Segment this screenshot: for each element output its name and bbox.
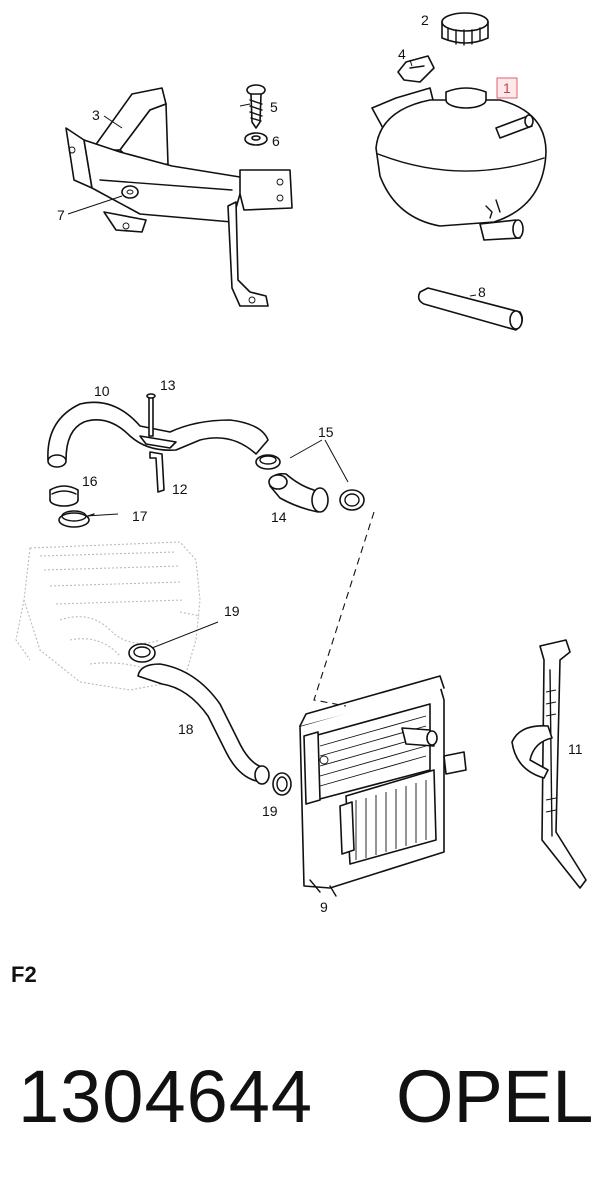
callout-3[interactable]: 3	[92, 107, 100, 123]
bracket-part-12	[139, 435, 177, 493]
clamp-part-17	[58, 510, 95, 528]
callout-19-lower[interactable]: 19	[262, 803, 278, 819]
leader-lines	[67, 59, 477, 649]
callout-11[interactable]: 11	[568, 741, 583, 757]
callout-4[interactable]: 4	[398, 46, 406, 62]
bolt-part-13	[146, 393, 156, 437]
clamp-part-15-lower	[339, 489, 365, 511]
callout-12[interactable]: 12	[172, 481, 188, 497]
hose-part-10	[47, 401, 269, 468]
callout-14[interactable]: 14	[271, 509, 287, 525]
callout-10[interactable]: 10	[94, 383, 110, 399]
callout-13[interactable]: 13	[160, 377, 176, 393]
hose-part-8	[417, 287, 524, 331]
clamp-part-19-upper	[128, 643, 156, 663]
callout-15[interactable]: 15	[318, 424, 334, 440]
callout-19-upper[interactable]: 19	[224, 603, 240, 619]
connector-part-16	[49, 485, 79, 507]
callout-8[interactable]: 8	[478, 284, 486, 300]
parts-diagram: 1 2 3 4 5 6 7 8 9 10 11 12 13 14 15 16 1…	[15, 12, 587, 915]
hose-part-18	[137, 663, 270, 785]
callout-16[interactable]: 16	[82, 473, 98, 489]
clip-part-4	[397, 55, 435, 83]
expansion-tank-part-1	[371, 87, 547, 241]
brand-name: OPEL	[396, 1055, 594, 1138]
callout-9[interactable]: 9	[320, 899, 328, 915]
callout-2[interactable]: 2	[421, 12, 429, 28]
section-code: F2	[11, 962, 37, 987]
clamp-part-19-lower	[272, 772, 292, 796]
tank-cap-part-2	[441, 12, 489, 46]
strap-part-11	[511, 639, 587, 889]
screw-part-5	[246, 84, 266, 129]
washer-part-6	[244, 132, 268, 146]
callout-5[interactable]: 5	[270, 99, 278, 115]
clamp-part-15-upper	[255, 454, 281, 470]
callout-17[interactable]: 17	[132, 508, 148, 524]
mounting-bracket-part-3	[65, 87, 293, 307]
radiator-part-9	[299, 675, 467, 897]
part-number: 1304644	[18, 1055, 314, 1138]
callout-labels: 1 2 3 4 5 6 7 8 9 10 11 12 13 14 15 16 1…	[57, 12, 583, 915]
callout-6[interactable]: 6	[272, 133, 280, 149]
grommet-part-7	[121, 185, 139, 199]
installation-path-line	[313, 511, 375, 707]
callout-18[interactable]: 18	[178, 721, 194, 737]
elbow-hose-part-14	[268, 472, 329, 513]
callout-7[interactable]: 7	[57, 207, 65, 223]
callout-1[interactable]: 1	[503, 80, 511, 96]
highlight-box-part-1	[496, 77, 518, 99]
